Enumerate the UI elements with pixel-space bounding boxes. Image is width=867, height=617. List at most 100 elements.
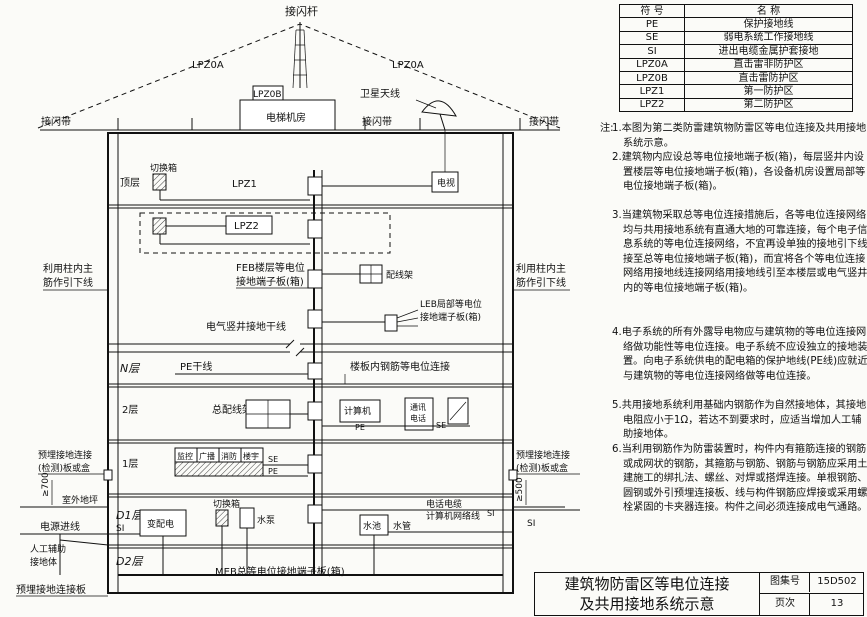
satellite-dish <box>415 99 457 131</box>
pre-left-box <box>103 469 113 481</box>
junction-box-d1-label: 切换箱 <box>213 498 240 510</box>
lpz1-label: LPZ1 <box>232 179 257 190</box>
water-tank-label: 水池 <box>363 520 381 532</box>
note-item: 4.电子系统的所有外露导电物应与建筑物的等电位连接网络做功能性等电位连接。电子系… <box>612 327 867 382</box>
drawing-title: 建筑物防雷区等电位连接 及共用接地系统示意 <box>535 573 760 615</box>
outdoor-ground-label: 室外地坪 <box>62 494 98 506</box>
broadcast-label: 广播 <box>199 451 215 461</box>
telecom-label-2: 电话 <box>410 413 426 423</box>
air-terminal-left-label: 接闪带 <box>41 115 71 128</box>
note-item: 6.当利用钢筋作为防雷装置时，构件内有箍筋连接的钢筋或成网状的钢筋，其箍筋与钢筋… <box>612 444 867 514</box>
legend-header-name: 名 称 <box>684 3 853 19</box>
legend-symbol: SE <box>619 30 685 46</box>
column-left-label-2: 筋作引下线 <box>43 276 93 289</box>
feb-label-1: FEB楼层等电位 <box>236 261 305 274</box>
atlas-value: 15D502 <box>809 572 864 592</box>
floor-d2-label: D2层 <box>116 555 143 568</box>
junction-box-d1 <box>215 509 229 527</box>
floor-n-label: N层 <box>120 362 140 375</box>
main-frame-label: 总配线架 <box>212 403 252 416</box>
legend-name: 第一防护区 <box>684 84 853 99</box>
si-left-label: SI <box>116 524 124 534</box>
lpz2-label: LPZ2 <box>234 221 259 232</box>
telecom-cable-label-2: 计算机网络线 <box>426 510 480 522</box>
legend-name: 弱电系统工作接地线 <box>684 30 853 46</box>
page-label: 页次 <box>759 593 810 615</box>
aux-ground-line <box>59 539 109 546</box>
pre-left-label-1: 预埋接地连接 <box>38 449 92 461</box>
monitor-label: 监控 <box>177 451 193 461</box>
lpz0b-label: LPZ0B <box>253 90 282 100</box>
dim-left-label: ≥700 <box>41 472 51 497</box>
legend-name: 进出电缆金属护套接地 <box>684 44 853 59</box>
si-mid-label: SI <box>487 509 494 518</box>
telecom-label-1: 通讯 <box>410 402 426 412</box>
slab-rebar-label: 楼板内钢筋等电位连接 <box>350 360 450 373</box>
air-terminal-right-label: 接闪带 <box>529 115 559 128</box>
leb-label-1: LEB局部等电位 <box>420 298 482 310</box>
leb-label-2: 接地端子板(箱) <box>420 311 481 323</box>
floor-slabs <box>108 204 513 549</box>
feb-label-2: 接地端子板(箱) <box>236 275 304 288</box>
elevator-room-label: 电梯机房 <box>266 111 306 124</box>
legend-name: 第二防护区 <box>684 97 853 113</box>
drawing-title-line1: 建筑物防雷区等电位连接 <box>564 575 730 593</box>
legend-name: 直击雷防护区 <box>684 70 853 86</box>
lpz2-junction-box <box>152 217 167 235</box>
floor-1-label: 1层 <box>122 458 138 470</box>
legend-symbol: PE <box>619 17 685 32</box>
building-label: 楼宇 <box>243 451 259 461</box>
leb-box <box>384 314 398 332</box>
aux-ground-label-2: 接地体 <box>30 556 57 568</box>
floor-2-label: 2层 <box>122 404 138 416</box>
legend-symbol: LPZ2 <box>619 97 685 113</box>
pre-right-box <box>508 469 518 481</box>
floor-1-systems <box>174 447 264 477</box>
legend-header-symbol: 符 号 <box>619 3 685 19</box>
main-panel-box <box>139 509 187 537</box>
computer-label: 计算机 <box>344 405 371 417</box>
dim-right-label: ≥500 <box>515 477 525 502</box>
legend-symbol: LPZ1 <box>619 84 685 99</box>
legend-name: 保护接地线 <box>684 17 853 32</box>
shaft-trunk-label: 电气竖井接地干线 <box>206 320 286 333</box>
lightning-rod-label: 接闪杆 <box>285 4 318 18</box>
protection-zone-boundary <box>37 23 561 129</box>
top-floor-label: 顶层 <box>120 177 140 189</box>
column-left-label-1: 利用柱内主 <box>43 262 93 275</box>
column-right-label-1: 利用柱内主 <box>516 262 566 275</box>
legend-symbol: LPZ0B <box>619 70 685 86</box>
fire-label: 消防 <box>221 451 237 461</box>
lpz2-feb <box>307 219 323 239</box>
junction-box-top <box>152 173 167 191</box>
pre-right-label-1: 预埋接地连接 <box>516 449 570 461</box>
water-pipe-label: 水管 <box>393 520 411 532</box>
roof-spikes <box>117 118 549 130</box>
distribution-frame-label: 配线架 <box>386 269 413 281</box>
elevator-room <box>239 99 336 131</box>
floor-d1-label: D1层 <box>116 509 143 522</box>
pe-trunk-label: PE干线 <box>180 360 212 373</box>
column-right-label-2: 筋作引下线 <box>516 276 566 289</box>
feb-boxes <box>307 176 323 524</box>
telecom-cable-label-1: 电话电缆 <box>426 498 462 510</box>
telecom-box <box>404 397 434 431</box>
floor-1-pe-label: PE <box>268 467 278 476</box>
legend-symbol: LPZ0A <box>619 57 685 72</box>
main-panel-label: 变配电 <box>147 518 174 530</box>
atlas-label: 图集号 <box>759 572 810 592</box>
pre-right-label-2: (检测)板或盒 <box>516 462 568 474</box>
legend-name: 直击雷非防护区 <box>684 57 853 72</box>
title-block: 建筑物防雷区等电位连接 及共用接地系统示意 图集号 15D502 页次 13 <box>534 572 864 616</box>
leb-fan-wires <box>396 309 419 327</box>
computer-pe-label: PE <box>355 423 365 432</box>
floor-n-feb <box>307 362 323 380</box>
lpz2-box <box>225 215 273 235</box>
note-item: 3.当建筑物采取总等电位连接措施后，各等电位连接网络均与共用接地系统有直通大地的… <box>612 210 867 294</box>
water-pump-label: 水泵 <box>257 514 275 526</box>
tv-label: 电视 <box>437 177 455 189</box>
satellite-label: 卫星天线 <box>360 87 400 100</box>
